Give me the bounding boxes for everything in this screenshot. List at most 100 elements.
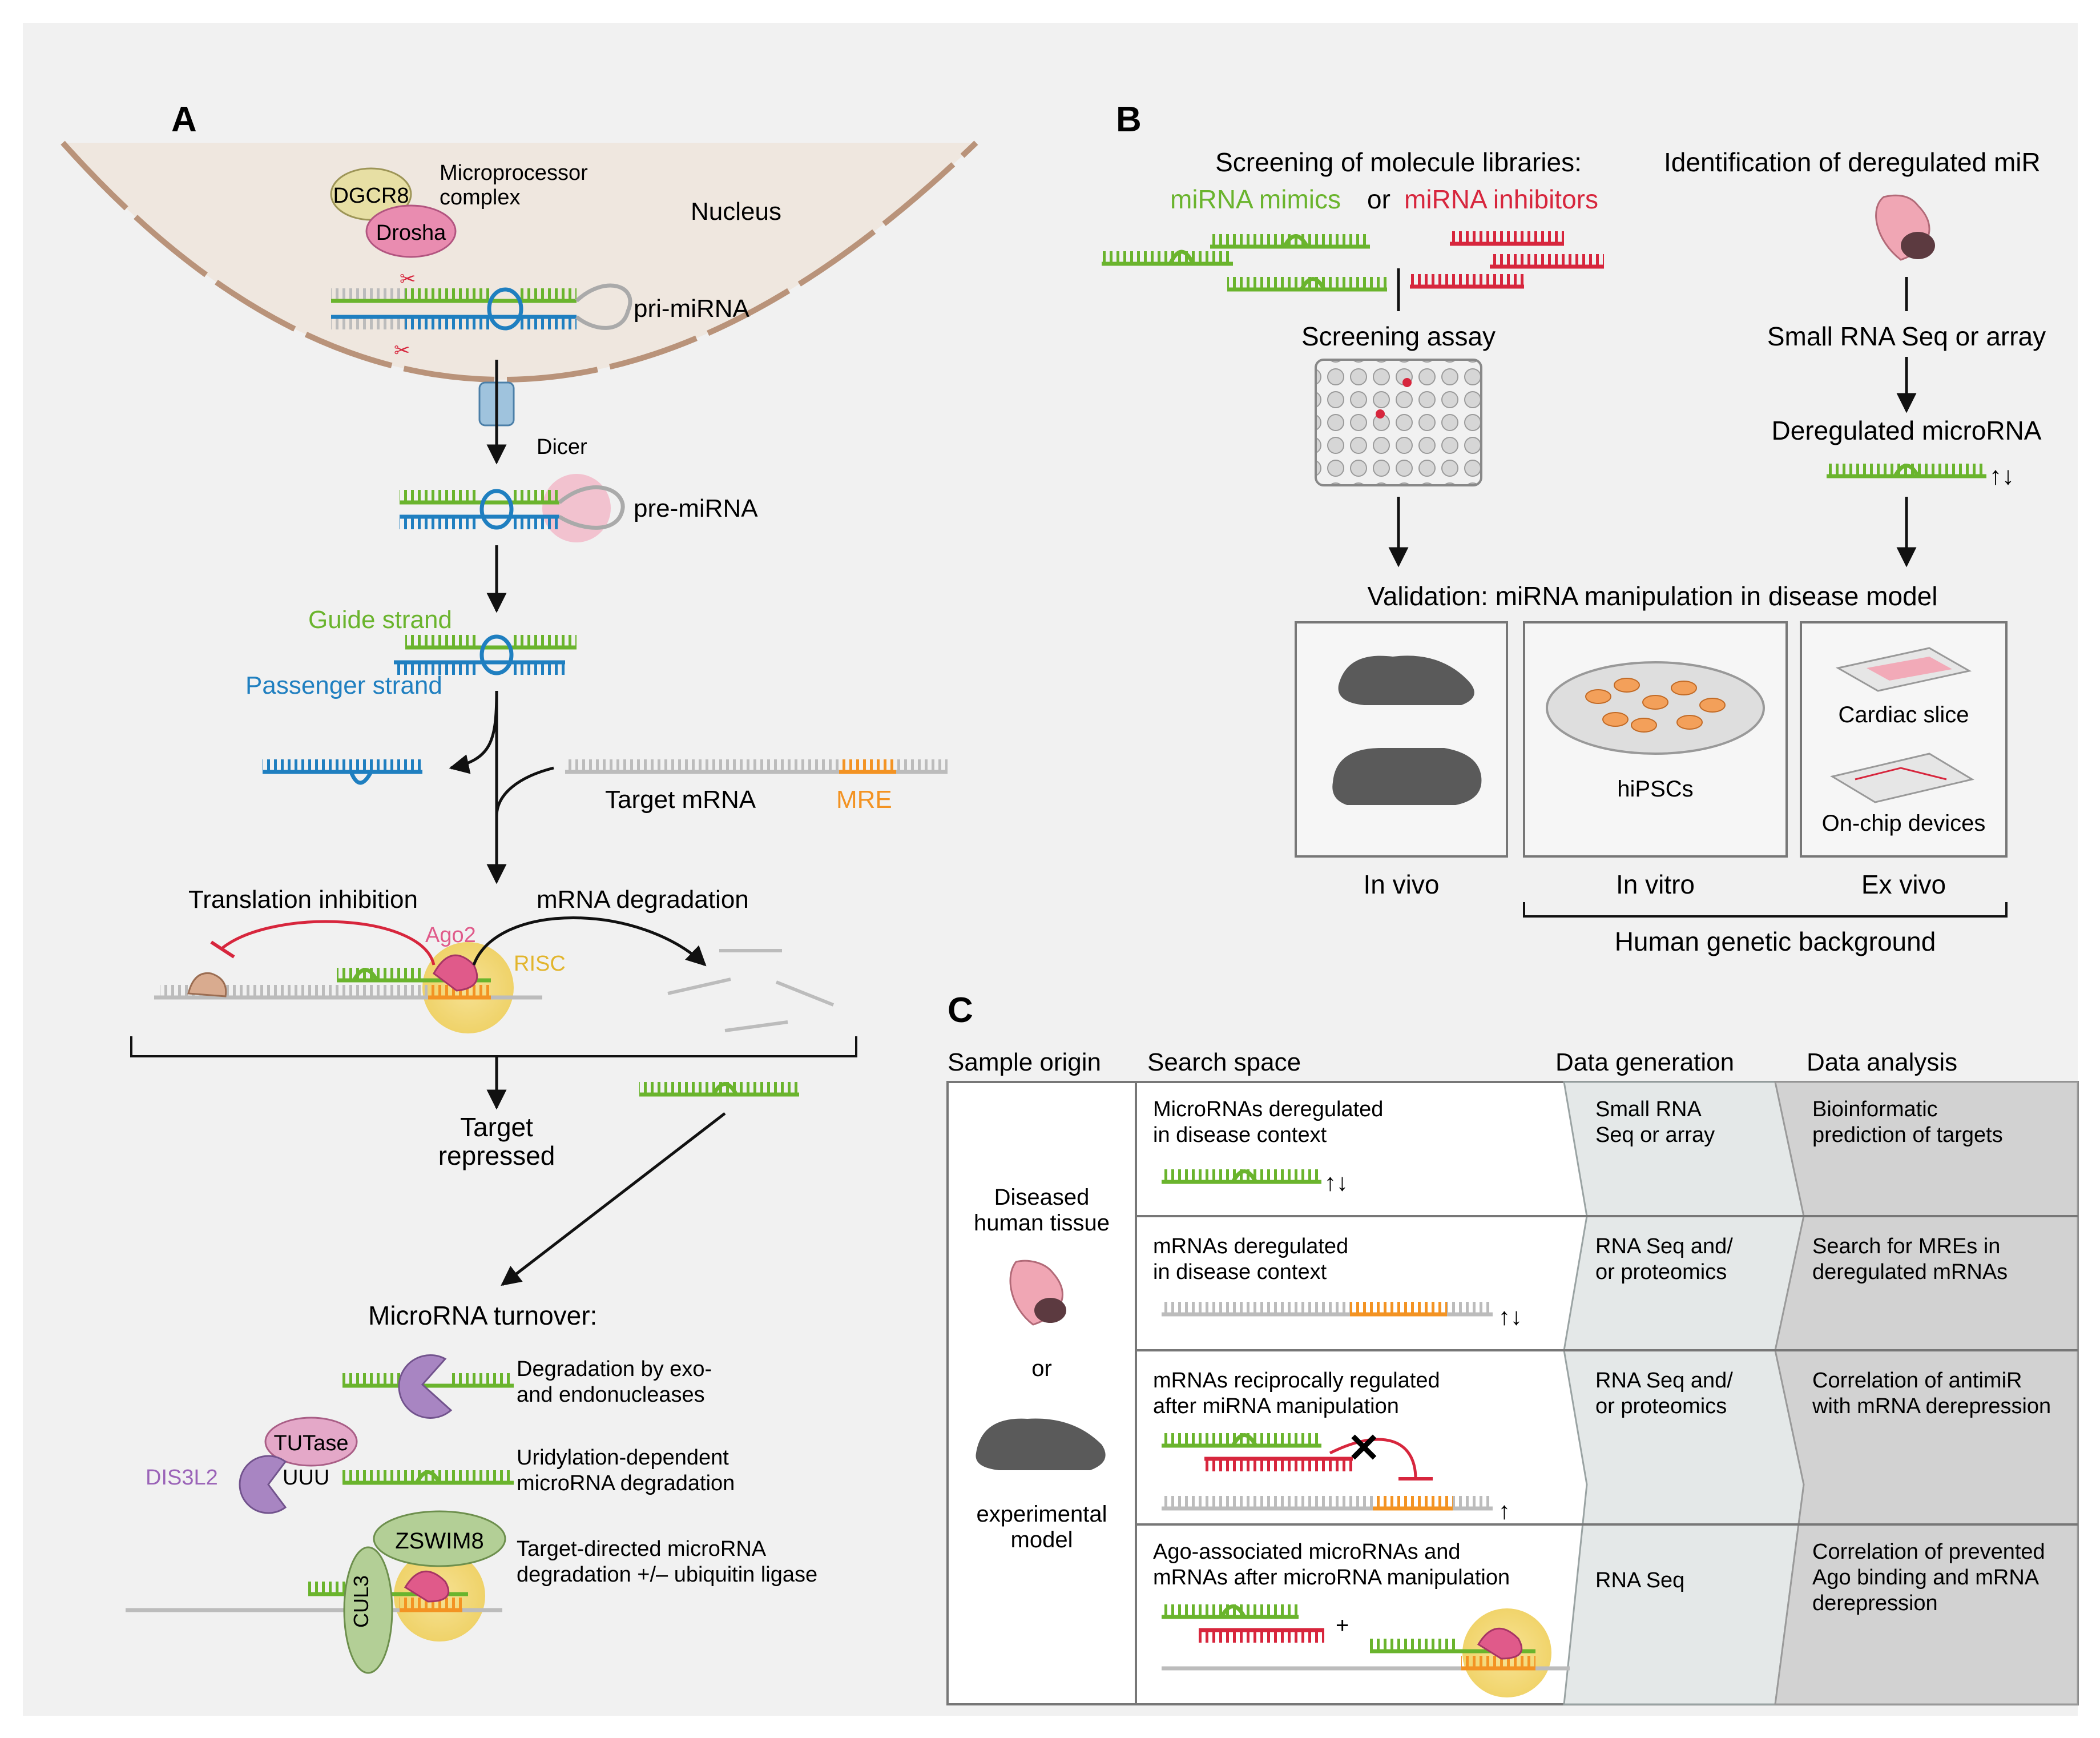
row1-gen-line1: Small RNA — [1595, 1097, 1702, 1121]
translation-inhibition-arc — [221, 920, 436, 965]
cul3-label: CUL3 — [349, 1575, 373, 1628]
ribosome-icon — [187, 972, 227, 997]
tdmd-ago2 — [404, 1570, 450, 1603]
hipsc-cells — [1585, 678, 1726, 733]
identification-label: Identification of deregulated miR — [1664, 147, 2041, 177]
deg1-text-line2: and endonucleases — [517, 1383, 705, 1407]
target-mrna-label: Target mRNA — [605, 786, 756, 814]
target-repressed-line1: Target — [460, 1112, 533, 1142]
discarded-passenger-strand — [263, 759, 422, 785]
row4-ana-line3: derepression — [1812, 1591, 1938, 1615]
row1-search-line1: MicroRNAs deregulated — [1153, 1097, 1383, 1121]
panel-c: C Sample origin Search space Data genera… — [946, 991, 2079, 1705]
row1-search-line2: in disease context — [1153, 1123, 1327, 1147]
panel-a: A Nucleus DGCR8 Drosha Microprocessor co… — [61, 100, 978, 1674]
experimental-mouse-icon — [976, 1418, 1106, 1470]
deg3-text-line1: Target-directed microRNA — [517, 1537, 767, 1561]
nucleus-shape — [63, 143, 976, 380]
header-data-generation: Data generation — [1555, 1048, 1734, 1076]
row3-repression-arc — [1329, 1438, 1417, 1479]
row2-ana-line1: Search for MREs in — [1812, 1234, 2000, 1258]
origin-line3: experimental — [976, 1502, 1107, 1527]
mre-label: MRE — [836, 786, 892, 814]
human-background-bracket — [1523, 902, 2008, 918]
dicer-label: Dicer — [537, 435, 587, 459]
chip-channel-icon — [1855, 767, 1947, 781]
origin-line1: Diseased — [994, 1185, 1090, 1210]
risc-mrna — [154, 968, 542, 1000]
target-repressed-line2: repressed — [438, 1141, 555, 1170]
hipscs-label: hiPSCs — [1617, 777, 1693, 802]
row3-gen-line1: RNA Seq and/ — [1595, 1369, 1733, 1393]
origin-or: or — [1031, 1356, 1052, 1381]
tutase-label: TUTase — [274, 1431, 349, 1455]
microprocessor-label-line1: Microprocessor — [440, 161, 588, 185]
microprocessor-label-line2: complex — [440, 186, 521, 210]
inhibitor-strands — [1410, 231, 1604, 289]
drosha-scissor-icon: ✂ — [400, 268, 416, 290]
inhibitors-label: miRNA inhibitors — [1404, 184, 1598, 214]
zswim8-protein — [373, 1510, 506, 1567]
pri-mirna-label: pri-miRNA — [634, 295, 750, 323]
in-vitro-label: In vitro — [1616, 870, 1695, 899]
dis3l2-label: DIS3L2 — [146, 1466, 218, 1490]
origin-line4: model — [1011, 1527, 1073, 1552]
diseased-heart-lesion-icon — [1034, 1298, 1066, 1323]
row1-mirna-strand — [1162, 1169, 1321, 1184]
ex-vivo-label: Ex vivo — [1861, 870, 1946, 899]
row3-up-icon: ↑ — [1498, 1497, 1510, 1524]
mrna-degradation-label: mRNA degradation — [537, 886, 749, 914]
drosha-scissor-icon-2: ✂ — [394, 340, 410, 361]
pre-mirna-label: pre-miRNA — [634, 494, 758, 522]
deregulated-microrna-label: Deregulated microRNA — [1772, 416, 2042, 445]
deregulated-mirna-strand — [1827, 464, 1986, 478]
hit-well-2 — [1376, 409, 1385, 419]
cul3-protein — [343, 1546, 393, 1674]
uuu-label: UUU — [283, 1466, 329, 1490]
released-mirna — [639, 1082, 799, 1097]
chip-device-icon — [1830, 753, 1974, 803]
exonuclease-degradation-illustration — [342, 1354, 514, 1419]
deg2-text-line1: Uridylation-dependent — [517, 1446, 729, 1470]
dicer-protein — [542, 474, 611, 542]
up-down-arrows-icon: ↑↓ — [1989, 462, 2014, 490]
row4-ago — [1477, 1627, 1523, 1660]
passenger-strand-label: Passenger strand — [245, 671, 442, 699]
mirna-duplex — [394, 634, 577, 675]
hit-well-1 — [1402, 378, 1412, 387]
row1-ana-line2: prediction of targets — [1812, 1123, 2003, 1147]
row2-gen-line2: or proteomics — [1595, 1260, 1727, 1284]
row2-mrna-strand — [1162, 1302, 1493, 1317]
zswim8-label: ZSWIM8 — [395, 1528, 484, 1554]
heart-lesion-icon — [1901, 232, 1935, 259]
row4-ana-line1: Correlation of prevented — [1812, 1540, 2045, 1564]
row1-updown-icon: ↑↓ — [1324, 1169, 1348, 1196]
row3-ana-line1: Correlation of antimiR — [1812, 1369, 2022, 1393]
inhibition-bar — [210, 940, 235, 959]
row2-gen-line1: RNA Seq and/ — [1595, 1234, 1733, 1258]
human-background-label: Human genetic background — [1615, 927, 1936, 956]
row2-updown-icon: ↑↓ — [1498, 1303, 1522, 1330]
screening-assay-label: Screening assay — [1301, 321, 1496, 351]
dgcr8-label: DGCR8 — [333, 184, 409, 208]
row4-search-line2: mRNAs after microRNA manipulation — [1153, 1566, 1510, 1590]
tutase-protein — [264, 1417, 358, 1467]
deg3-text-line2: degradation +/– ubiquitin ligase — [517, 1563, 817, 1587]
uridylated-mirna — [342, 1470, 514, 1485]
panel-a-letter: A — [171, 100, 197, 139]
degraded-mrna-fragments — [667, 949, 835, 1032]
translation-inhibition-label: Translation inhibition — [188, 886, 418, 914]
risc-label: RISC — [514, 952, 566, 976]
data-generation-column — [1563, 1081, 1805, 1705]
small-rna-seq-label: Small RNA Seq or array — [1767, 321, 2046, 351]
mrna-degradation-arrow — [472, 916, 707, 967]
guide-strand-label: Guide strand — [308, 606, 452, 634]
dis3l2-protein — [239, 1455, 287, 1514]
row3-mrna-strand — [1162, 1496, 1493, 1511]
cardiac-slice-icon — [1867, 657, 1952, 681]
row4-ana-line2: Ago binding and mRNA — [1812, 1566, 2039, 1590]
row4-gen-line1: RNA Seq — [1595, 1568, 1684, 1592]
row4-search-line1: Ago-associated microRNAs and — [1153, 1540, 1461, 1564]
origin-line2: human tissue — [974, 1210, 1110, 1236]
turnover-arrow — [501, 1112, 726, 1286]
